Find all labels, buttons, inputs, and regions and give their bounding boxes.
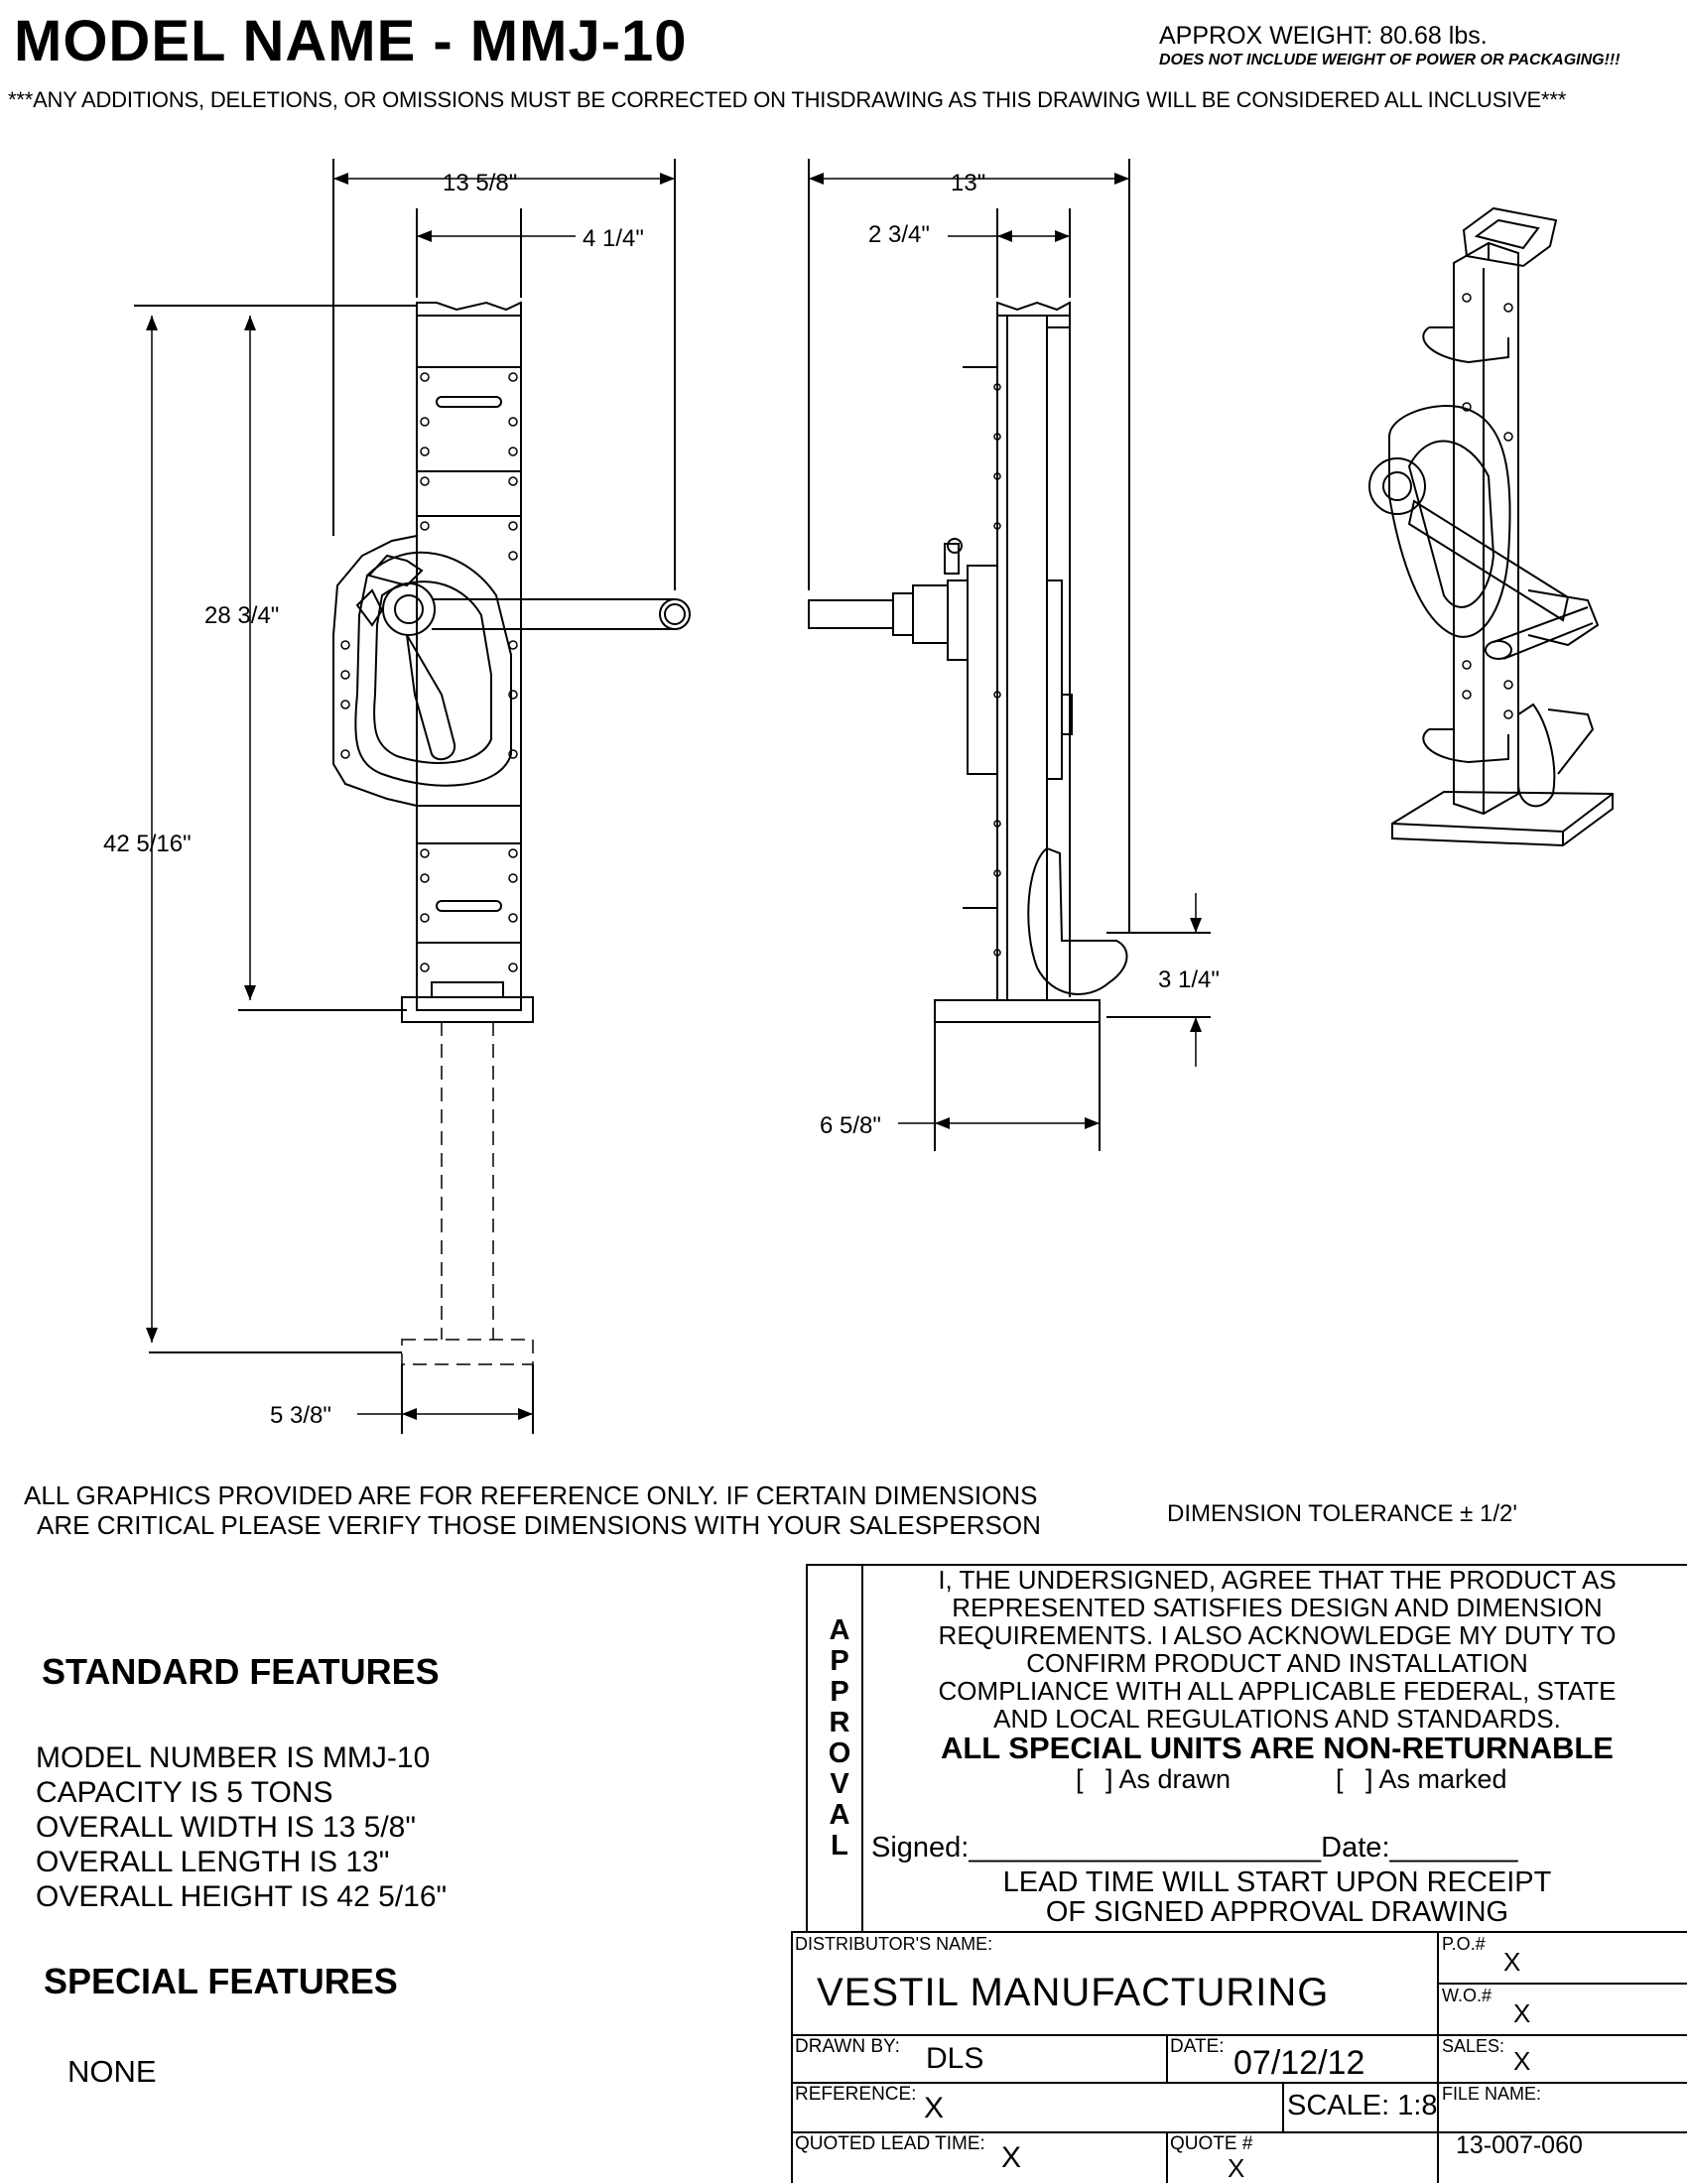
dim-front-base-width: 5 3/8" bbox=[270, 1402, 331, 1429]
reference-value: X bbox=[924, 2092, 945, 2124]
technical-drawing: 13 5/8" 4 1/4" 28 3/4" 42 5/16" 5 3/8" 1… bbox=[103, 159, 1614, 1434]
approval-letter: A bbox=[829, 1614, 850, 1646]
dimension-tolerance: DIMENSION TOLERANCE ± 1/2' bbox=[1167, 1500, 1517, 1527]
approval-letter: P bbox=[830, 1645, 849, 1677]
feature-item: CAPACITY IS 5 TONS bbox=[36, 1776, 333, 1809]
as-drawn-checkbox[interactable]: [ ] As drawn bbox=[1076, 1764, 1232, 1794]
distributor-label: DISTRIBUTOR'S NAME: bbox=[795, 1934, 993, 1954]
reference-note: ALL GRAPHICS PROVIDED ARE FOR REFERENCE … bbox=[24, 1480, 1041, 1540]
feature-item: OVERALL HEIGHT IS 42 5/16" bbox=[36, 1880, 448, 1913]
non-returnable-notice: ALL SPECIAL UNITS ARE NON-RETURNABLE bbox=[940, 1731, 1614, 1765]
approval-letter: V bbox=[830, 1768, 849, 1800]
approval-statement: I, THE UNDERSIGNED, AGREE THAT THE PRODU… bbox=[867, 1566, 1687, 1733]
lead-time-line: LEAD TIME WILL START UPON RECEIPT bbox=[1002, 1866, 1552, 1898]
dim-side-toe-height: 3 1/4" bbox=[1158, 966, 1220, 993]
standard-features-heading: STANDARD FEATURES bbox=[42, 1651, 440, 1692]
statement-line: COMPLIANCE WITH ALL APPLICABLE FEDERAL, … bbox=[938, 1676, 1617, 1706]
wo-value: X bbox=[1513, 1998, 1531, 2028]
scale: SCALE: 1:8 bbox=[1287, 2090, 1438, 2121]
sales-value: X bbox=[1513, 2046, 1531, 2076]
standard-features-list: MODEL NUMBER IS MMJ-10 CAPACITY IS 5 TON… bbox=[36, 1740, 447, 1914]
special-features-value: NONE bbox=[67, 2054, 157, 2089]
quoted-lead-label: QUOTED LEAD TIME: bbox=[795, 2133, 985, 2154]
dim-side-length: 13" bbox=[951, 170, 985, 196]
dim-side-top: 2 3/4" bbox=[868, 221, 930, 248]
title-block: DISTRIBUTOR'S NAME: VESTIL MANUFACTURING… bbox=[791, 1931, 1687, 2183]
approval-letter: O bbox=[828, 1737, 851, 1769]
drawn-by-value: DLS bbox=[926, 2042, 984, 2075]
file-name-label: FILE NAME: bbox=[1442, 2084, 1542, 2104]
quote-value: X bbox=[1228, 2153, 1245, 2183]
approval-block: A P P R O V A L I, THE UNDERSIGNED, AGRE… bbox=[806, 1564, 1687, 1933]
quote-label: QUOTE # bbox=[1170, 2133, 1253, 2154]
file-name-value: 13-007-060 bbox=[1456, 2131, 1583, 2159]
reference-label: REFERENCE: bbox=[795, 2084, 917, 2105]
feature-item: MODEL NUMBER IS MMJ-10 bbox=[36, 1741, 431, 1774]
dim-front-top-width: 4 1/4" bbox=[583, 225, 644, 252]
quoted-lead-value: X bbox=[1001, 2141, 1022, 2174]
approx-weight: APPROX WEIGHT: 80.68 lbs. bbox=[1159, 22, 1488, 50]
po-value: X bbox=[1503, 1947, 1521, 1977]
approval-side-label: A P P R O V A L bbox=[818, 1615, 861, 1862]
date-label: DATE: bbox=[1170, 2036, 1225, 2057]
statement-line: CONFIRM PRODUCT AND INSTALLATION bbox=[1026, 1648, 1528, 1678]
dim-front-height-lowered: 28 3/4" bbox=[204, 602, 279, 629]
statement-line: AND LOCAL REGULATIONS AND STANDARDS. bbox=[993, 1704, 1561, 1734]
as-marked-checkbox[interactable]: [ ] As marked bbox=[1336, 1764, 1507, 1794]
feature-item: OVERALL LENGTH IS 13" bbox=[36, 1846, 390, 1878]
lead-time-line: OF SIGNED APPROVAL DRAWING bbox=[1045, 1896, 1509, 1928]
approval-letter: R bbox=[829, 1707, 850, 1738]
special-features-heading: SPECIAL FEATURES bbox=[44, 1961, 398, 2001]
signature-date-line[interactable]: Signed:______________________Date:______… bbox=[871, 1832, 1518, 1863]
model-title: MODEL NAME - MMJ-10 bbox=[14, 9, 688, 73]
statement-line: REQUIREMENTS. I ALSO ACKNOWLEDGE MY DUTY… bbox=[938, 1620, 1617, 1650]
disclaimer: ***ANY ADDITIONS, DELETIONS, OR OMISSION… bbox=[8, 87, 1567, 112]
wo-label: W.O.# bbox=[1442, 1986, 1492, 2005]
weight-note: DOES NOT INCLUDE WEIGHT OF POWER OR PACK… bbox=[1159, 52, 1621, 68]
isometric-view bbox=[1368, 206, 1614, 847]
approval-letter: P bbox=[830, 1676, 849, 1708]
po-label: P.O.# bbox=[1442, 1934, 1486, 1954]
feature-item: OVERALL WIDTH IS 13 5/8" bbox=[36, 1811, 416, 1844]
lead-time-note: LEAD TIME WILL START UPON RECEIPT OF SIG… bbox=[867, 1867, 1687, 1927]
dim-front-height-raised: 42 5/16" bbox=[103, 831, 192, 857]
drawn-by-label: DRAWN BY: bbox=[795, 2036, 900, 2057]
front-view bbox=[134, 159, 691, 1434]
side-view bbox=[808, 159, 1211, 1151]
approval-letter: L bbox=[831, 1830, 848, 1862]
dim-front-width: 13 5/8" bbox=[443, 170, 517, 196]
distributor-value: VESTIL MANUFACTURING bbox=[817, 1971, 1330, 2014]
dim-side-base: 6 5/8" bbox=[820, 1112, 881, 1139]
statement-line: I, THE UNDERSIGNED, AGREE THAT THE PRODU… bbox=[938, 1565, 1617, 1595]
statement-line: REPRESENTED SATISFIES DESIGN AND DIMENSI… bbox=[952, 1593, 1603, 1622]
approval-divider bbox=[861, 1566, 863, 1933]
date-value: 07/12/12 bbox=[1233, 2044, 1365, 2082]
sales-label: SALES: bbox=[1442, 2036, 1505, 2056]
approval-letter: A bbox=[829, 1799, 850, 1831]
